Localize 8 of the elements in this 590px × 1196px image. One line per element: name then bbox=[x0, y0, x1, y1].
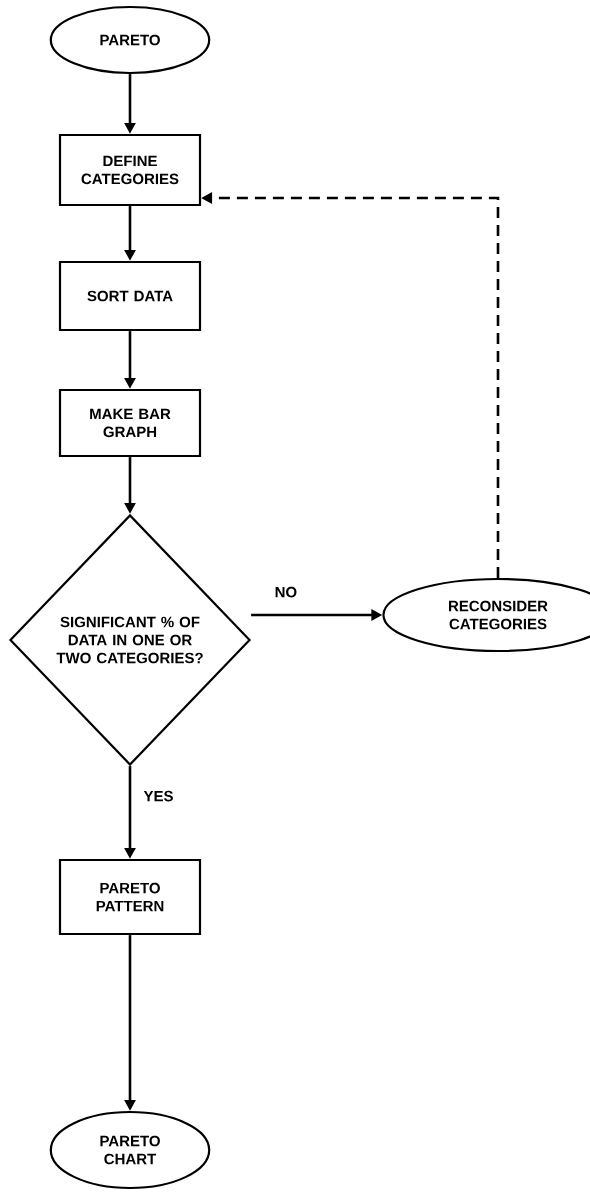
terminal-oval: PARETO CHART bbox=[49, 1110, 211, 1190]
process-box: PARETO PATTERN bbox=[58, 858, 202, 936]
terminal-oval: PARETO bbox=[49, 5, 211, 75]
edge-label: YES bbox=[143, 790, 173, 802]
process-box: DEFINE CATEGORIES bbox=[58, 133, 202, 207]
process-box: SORT DATA bbox=[58, 260, 202, 332]
process-box: MAKE BAR GRAPH bbox=[58, 388, 202, 458]
edge-label: NO bbox=[275, 586, 297, 598]
